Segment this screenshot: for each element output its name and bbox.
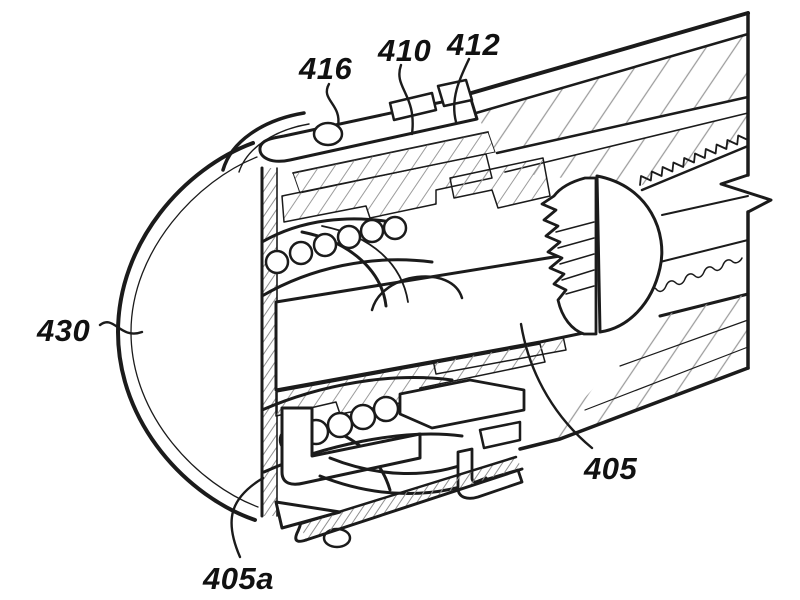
screw-thread-teeth: [639, 134, 749, 186]
leader-416: [325, 82, 340, 128]
torn-liner-edge: [645, 257, 743, 295]
ref-label-430: 430: [36, 313, 90, 348]
ref-label-405a: 405a: [202, 561, 274, 596]
leader-430: [98, 321, 144, 335]
ref-label-410: 410: [377, 33, 431, 68]
outer-tube-upper: [466, 11, 773, 451]
cap-layers: [258, 78, 496, 194]
ref-label-405: 405: [583, 451, 637, 486]
leader-405: [519, 322, 594, 450]
leader-410: [398, 63, 414, 136]
ref-label-416: 416: [298, 51, 352, 86]
gear-assembly: [540, 174, 664, 336]
dome-lens: [116, 111, 310, 522]
upper-bearing: [260, 215, 434, 308]
shaft-ball-end: [595, 174, 664, 334]
leader-405a: [230, 476, 265, 559]
leader-412: [452, 57, 471, 124]
reference-numerals: 416 410 412 430 405 405a: [36, 27, 637, 596]
ref-label-412: 412: [446, 27, 500, 62]
outer-shell-bottom: [294, 455, 524, 549]
leader-lines: [98, 57, 594, 559]
break-symbol: [719, 173, 773, 214]
